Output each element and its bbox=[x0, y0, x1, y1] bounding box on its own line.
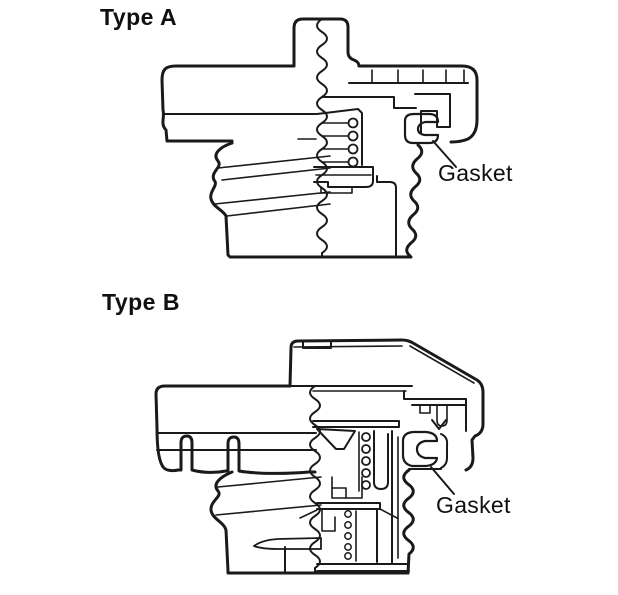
cap-b-cutline bbox=[309, 385, 321, 574]
cap-b-neck-left bbox=[209, 470, 409, 575]
cap-b-outline-top bbox=[288, 338, 485, 472]
gasket-b-leader-line bbox=[430, 466, 455, 495]
type-b-title: Type B bbox=[102, 289, 180, 315]
gasket-a-leader-line bbox=[432, 140, 457, 168]
cap-a-spring bbox=[347, 117, 359, 168]
cap-b-outline-left bbox=[154, 384, 292, 430]
cap-a-internal-lines bbox=[162, 82, 469, 256]
gasket-b-callout: Gasket bbox=[436, 492, 511, 518]
type-a-cap-drawing bbox=[160, 17, 479, 259]
cap-b-internal-lines bbox=[156, 340, 467, 572]
cap-b-neck-right bbox=[402, 468, 415, 575]
cap-b-upper-spring bbox=[361, 432, 371, 490]
cap-b-lower-spring bbox=[344, 510, 352, 560]
cap-b-fine-lines bbox=[215, 345, 475, 562]
cap-b-cone-seal bbox=[316, 428, 356, 450]
cap-b-grip-ribs bbox=[155, 426, 317, 475]
cap-a-fine-lines bbox=[214, 69, 465, 217]
cap-a-cutline bbox=[316, 18, 328, 258]
cap-b-retainer-strip bbox=[440, 433, 449, 469]
gasket-a-section bbox=[403, 112, 440, 145]
type-a-title: Type A bbox=[100, 4, 178, 30]
type-b-cap-drawing bbox=[154, 338, 485, 575]
cap-a-neck-left bbox=[209, 141, 413, 259]
cap-a-neck-right bbox=[405, 143, 424, 258]
gasket-a-callout: Gasket bbox=[438, 160, 513, 186]
cap-a-outline bbox=[160, 17, 479, 145]
gasket-b-section bbox=[401, 430, 439, 468]
cap-b-thread-tooth bbox=[253, 537, 322, 550]
